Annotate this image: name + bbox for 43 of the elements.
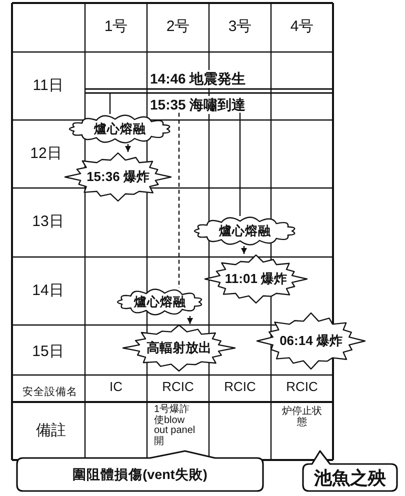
timeline-line <box>178 112 180 288</box>
column-header: 1号 <box>104 18 128 36</box>
row-header: 安全設備名 <box>22 387 78 399</box>
row-header: 15日 <box>32 344 64 360</box>
callout-text: 圍阻體損傷(vent失敗) <box>72 467 208 483</box>
column-header: 2号 <box>166 18 190 36</box>
note-text: 1号爆詐使blow out panel開 <box>154 405 196 447</box>
burst-text: 15:36 爆炸 <box>86 170 150 184</box>
equipment-name: RCIC <box>162 380 194 394</box>
arrow <box>241 246 247 254</box>
burst-text: 06:14 爆炸 <box>280 334 342 348</box>
row-header: 12日 <box>30 146 62 162</box>
timeline-line <box>109 93 111 114</box>
column-header: 3号 <box>228 18 252 36</box>
thought-cloud <box>68 114 172 144</box>
thought-cloud <box>116 288 204 316</box>
burst-text: 高輻射放出 <box>146 340 212 356</box>
cloud-text: 爐心熔融 <box>219 224 271 238</box>
timeline-line <box>239 112 241 216</box>
explosion-burst <box>204 254 308 304</box>
equipment-name: RCIC <box>286 380 318 394</box>
arrow <box>125 144 131 152</box>
burst-text: 11:01 爆炸 <box>224 272 288 286</box>
callout-text: 池魚之殃 <box>314 468 386 488</box>
speech-bubble <box>302 450 398 492</box>
event-text: 14:46 地震発生 <box>150 71 246 87</box>
equipment-name: RCIC <box>224 380 256 394</box>
row-header: 備註 <box>36 422 66 440</box>
explosion-burst <box>122 324 236 372</box>
explosion-burst <box>256 312 366 370</box>
event-text: 15:35 海嘯到達 <box>150 97 246 113</box>
arrow <box>187 316 193 324</box>
cloud-text: 爐心熔融 <box>134 294 186 310</box>
row-header: 13日 <box>32 214 64 230</box>
cloud-text: 爐心熔融 <box>94 122 146 136</box>
speech-bubble <box>16 450 264 492</box>
explosion-burst <box>64 152 172 202</box>
column-header: 4号 <box>290 18 314 36</box>
row-header: 14日 <box>32 282 64 300</box>
equipment-name: IC <box>110 380 122 394</box>
row-header: 11日 <box>32 78 64 94</box>
note-text: 炉停止状態 <box>281 407 323 428</box>
thought-cloud <box>193 216 297 246</box>
